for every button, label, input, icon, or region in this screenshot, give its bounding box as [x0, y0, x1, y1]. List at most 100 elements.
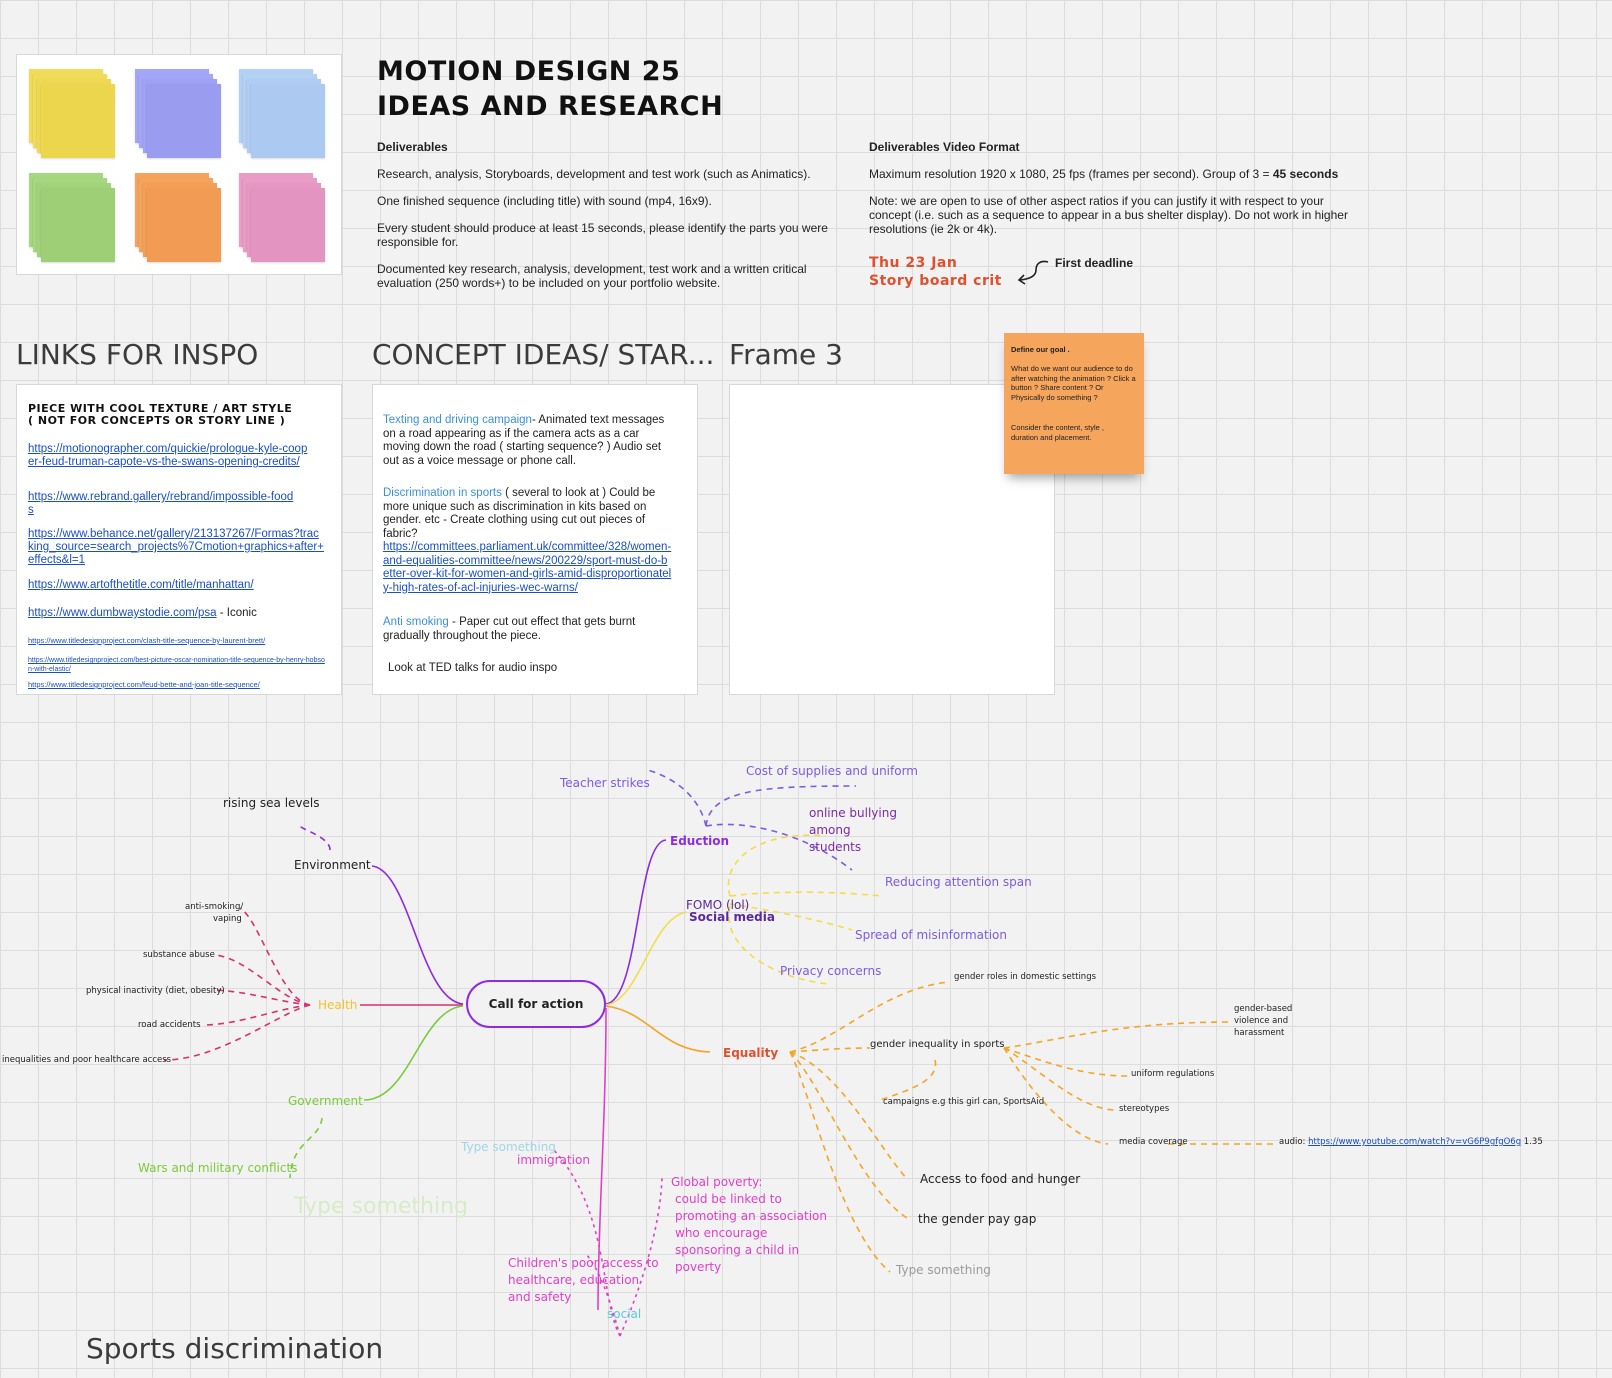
node-gender-sports[interactable]: gender inequality in sports: [870, 1039, 1005, 1050]
iconic-label: - Iconic: [216, 607, 257, 619]
node-anti-smoking-1[interactable]: anti-smoking/: [185, 902, 244, 912]
node-bullying-3[interactable]: students: [809, 840, 862, 854]
node-poverty-5[interactable]: sponsoring a child in: [675, 1243, 800, 1257]
node-environment[interactable]: Environment: [294, 858, 371, 872]
node-food[interactable]: Access to food and hunger: [920, 1172, 1081, 1186]
node-fomo[interactable]: FOMO (lol): [686, 898, 750, 912]
link-small-1[interactable]: https://www.titledesignproject.com/clash…: [28, 636, 266, 645]
node-poverty-6[interactable]: poverty: [675, 1260, 722, 1274]
mindmap-center-node[interactable]: Call for action: [466, 980, 606, 1028]
node-gbv-3[interactable]: harassment: [1234, 1028, 1285, 1038]
frame-title-sports[interactable]: Sports discrimination: [86, 1332, 384, 1365]
node-uniform-regulations[interactable]: uniform regulations: [1131, 1069, 1215, 1079]
frame-title-frame3[interactable]: Frame 3: [729, 338, 843, 371]
node-social[interactable]: social: [607, 1307, 642, 1321]
link-dumbways[interactable]: https://www.dumbwaystodie.com/psa: [28, 607, 217, 619]
node-campaigns[interactable]: campaigns e.g this girl can, SportsAid: [883, 1097, 1045, 1107]
link-motionographer[interactable]: https://motionographer.com/quickie/prolo…: [28, 443, 308, 468]
link-small-2[interactable]: https://www.titledesignproject.com/best-…: [28, 657, 325, 673]
concept-smoking-title: Anti smoking: [383, 616, 449, 628]
audio-prefix: audio:: [1279, 1137, 1309, 1147]
links-heading1: PIECE WITH COOL TEXTURE / ART STYLE: [28, 402, 293, 415]
node-rising-sea[interactable]: rising sea levels: [223, 796, 320, 810]
concept-smoking-text: - Paper cut out effect that gets burnt g…: [383, 616, 636, 642]
node-poverty-2[interactable]: could be linked to: [675, 1192, 782, 1206]
node-misinformation[interactable]: Spread of misinformation: [855, 928, 1007, 942]
node-attention-span[interactable]: Reducing attention span: [885, 875, 1032, 889]
node-inactivity[interactable]: physical inactivity (diet, obesity): [86, 986, 225, 996]
node-equality[interactable]: Equality: [723, 1046, 779, 1060]
frame3[interactable]: [729, 384, 1055, 695]
node-anti-smoking-2[interactable]: vaping: [213, 914, 242, 924]
node-substance[interactable]: substance abuse: [143, 950, 215, 960]
node-gender-roles[interactable]: gender roles in domestic settings: [954, 972, 1097, 982]
link-behance[interactable]: https://www.behance.net/gallery/21313726…: [28, 528, 324, 566]
frame-title-links[interactable]: LINKS FOR INSPO: [16, 338, 259, 371]
deliverables-heading: Deliverables: [377, 140, 448, 154]
board-title-line1: MOTION DESIGN 25: [377, 56, 681, 87]
node-social-media[interactable]: Social media: [689, 910, 775, 924]
deadline-label: First deadline: [1055, 256, 1134, 270]
green-sticky-stack[interactable]: [29, 173, 115, 262]
node-bullying-1[interactable]: online bullying: [809, 806, 897, 820]
blue-sticky-stack[interactable]: [239, 69, 325, 158]
node-cost-supplies[interactable]: Cost of supplies and uniform: [746, 764, 918, 778]
node-type-something-ghost[interactable]: Type something: [461, 1140, 556, 1154]
node-privacy[interactable]: Privacy concerns: [780, 964, 882, 978]
node-media-coverage[interactable]: media coverage: [1119, 1137, 1188, 1147]
node-teacher-strikes[interactable]: Teacher strikes: [560, 776, 650, 790]
node-immigration[interactable]: immigration: [517, 1153, 590, 1167]
node-road-accidents[interactable]: road accidents: [138, 1020, 201, 1030]
link-dumbways-row: https://www.dumbwaystodie.com/psa - Icon…: [28, 607, 257, 619]
sticky-body2: Consider the content, style , duration a…: [1011, 423, 1104, 442]
deliverables-p2: One finished sequence (including title) …: [377, 194, 712, 208]
concept-sports-title: Discrimination in sports: [383, 487, 502, 499]
orange-sticky-stack[interactable]: [135, 173, 221, 262]
concept-texting: Texting and driving campaign- Animated t…: [383, 414, 679, 468]
concept-sports: Discrimination in sports ( several to lo…: [383, 487, 673, 595]
node-poverty-4[interactable]: who encourage: [675, 1226, 768, 1240]
link-rebrand[interactable]: https://www.rebrand.gallery/rebrand/impo…: [28, 491, 294, 516]
deliverables-p4: Documented key research, analysis, devel…: [377, 262, 807, 290]
yellow-sticky-stack[interactable]: [29, 69, 115, 158]
video-format-duration: 45 seconds: [1272, 167, 1339, 181]
node-poverty-3[interactable]: promoting an association: [675, 1209, 827, 1223]
audio-link[interactable]: https://www.youtube.com/watch?v=vG6P9gfg…: [1308, 1137, 1522, 1147]
deadline-arrow-icon: [1017, 260, 1049, 285]
frame-title-concepts[interactable]: CONCEPT IDEAS/ STAR...: [372, 338, 715, 371]
node-health[interactable]: Health: [318, 998, 358, 1012]
goal-sticky-note[interactable]: Define our goal . What do we want our au…: [1004, 333, 1144, 474]
node-eduction[interactable]: Eduction: [670, 834, 730, 848]
node-children-1[interactable]: Children's poor access to: [508, 1256, 659, 1270]
node-bullying-2[interactable]: among: [809, 823, 851, 837]
node-children-2[interactable]: healthcare, education: [508, 1273, 640, 1287]
link-artofthetitle[interactable]: https://www.artofthetitle.com/title/manh…: [28, 579, 254, 591]
concept-sports-link[interactable]: https://committees.parliament.uk/committ…: [383, 541, 672, 594]
node-government[interactable]: Government: [288, 1094, 363, 1108]
center-label: Call for action: [488, 997, 584, 1011]
node-children-3[interactable]: and safety: [508, 1290, 572, 1304]
node-audio[interactable]: audio: https://www.youtube.com/watch?v=v…: [1279, 1137, 1543, 1147]
purple-sticky-stack[interactable]: [135, 69, 221, 158]
concept-frame[interactable]: Texting and driving campaign- Animated t…: [372, 384, 698, 695]
node-pay-gap[interactable]: the gender pay gap: [918, 1212, 1037, 1226]
node-gbv-2[interactable]: violence and: [1234, 1016, 1289, 1026]
node-inequalities[interactable]: inequalities and poor healthcare access: [2, 1055, 172, 1065]
links-frame[interactable]: PIECE WITH COOL TEXTURE / ART STYLE ( NO…: [16, 384, 342, 695]
concept-smoking: Anti smoking - Paper cut out effect that…: [383, 616, 673, 643]
concept-texting-text: - Animated text messages on a road appea…: [383, 414, 665, 467]
link-small-3[interactable]: https://www.titledesignproject.com/feud-…: [28, 680, 260, 689]
sticky-title: Define our goal .: [1011, 345, 1070, 354]
node-poverty-1[interactable]: Global poverty:: [671, 1175, 763, 1189]
sticky-notes-card[interactable]: [16, 54, 342, 275]
node-gbv-1[interactable]: gender-based: [1234, 1004, 1293, 1014]
node-type-something-orange[interactable]: Type something: [896, 1263, 991, 1277]
pink-sticky-stack[interactable]: [239, 173, 325, 262]
node-stereotypes[interactable]: stereotypes: [1119, 1104, 1170, 1114]
node-type-something-green[interactable]: Type something: [294, 1194, 469, 1219]
video-format-p1-text: Maximum resolution 1920 x 1080, 25 fps (…: [869, 167, 1273, 181]
video-format-heading: Deliverables Video Format: [869, 140, 1020, 154]
node-wars[interactable]: Wars and military conflicts: [138, 1161, 298, 1175]
board-title-line2: IDEAS AND RESEARCH: [377, 91, 724, 122]
